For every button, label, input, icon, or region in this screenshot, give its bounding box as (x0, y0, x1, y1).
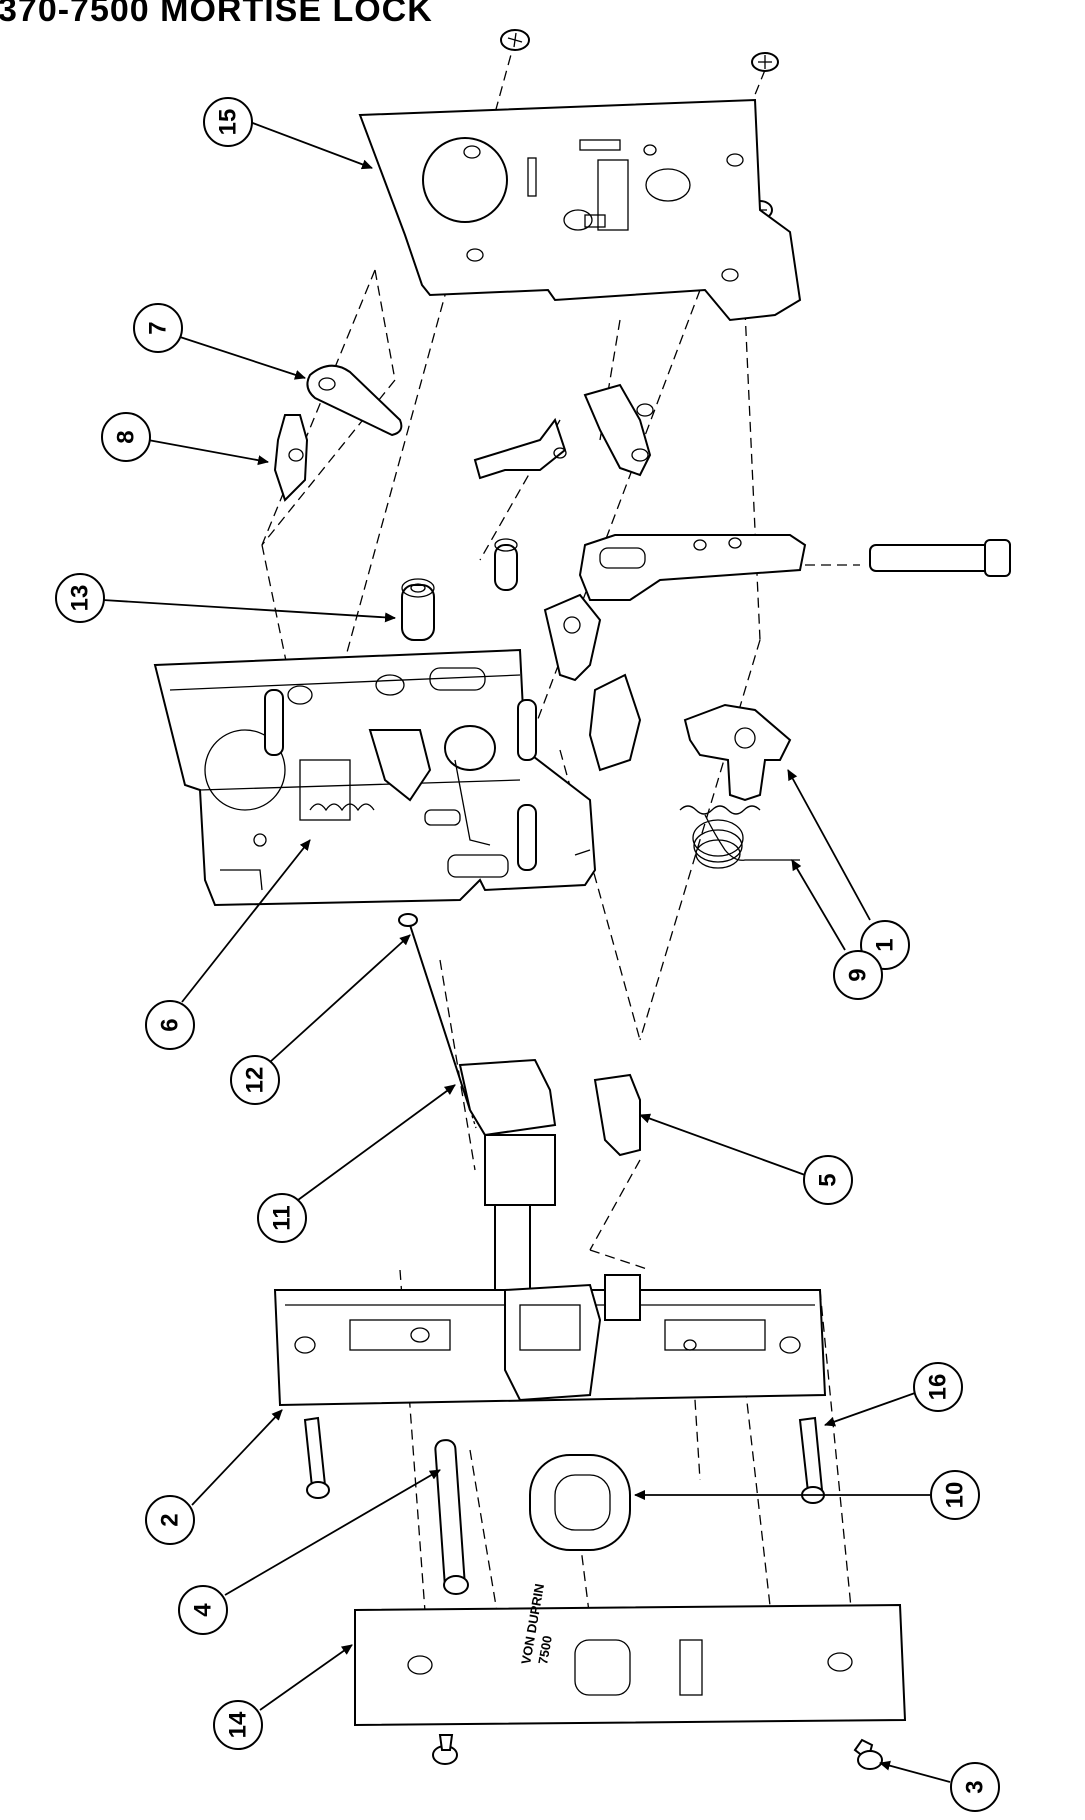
callout-15: 15 (203, 97, 253, 147)
part-1-bracket (683, 703, 792, 802)
svg-text:8: 8 (113, 430, 140, 443)
svg-text:13: 13 (67, 585, 94, 612)
svg-text:15: 15 (215, 109, 242, 136)
svg-text:16: 16 (925, 1374, 952, 1401)
part-11-spring (417, 949, 477, 1129)
svg-text:9: 9 (845, 968, 872, 981)
svg-text:12: 12 (242, 1067, 269, 1094)
faceplate-model-text: 7500 (535, 1634, 555, 1665)
svg-text:7: 7 (145, 321, 172, 334)
callout-10: 10 (930, 1470, 980, 1520)
cover-plate (358, 98, 802, 322)
part-7-lever (306, 364, 403, 437)
leader-lines (102, 121, 951, 1783)
callout-8: 8 (101, 412, 151, 462)
screw-bottom-left (432, 1734, 458, 1765)
part-8-toggle (273, 414, 309, 502)
part-2-mounting-rail (273, 1274, 827, 1407)
svg-text:2: 2 (157, 1513, 184, 1526)
callout-3: 3 (950, 1762, 1000, 1812)
svg-text:5: 5 (815, 1173, 842, 1186)
svg-text:11: 11 (269, 1205, 296, 1230)
callout-11: 11 (257, 1193, 307, 1243)
diagram-title: 370-7500 MORTISE LOCK (0, 0, 433, 29)
hub-cam-right (583, 383, 654, 477)
callout-7: 7 (133, 303, 183, 353)
svg-text:3: 3 (962, 1780, 989, 1793)
part-9-spring (679, 805, 800, 869)
part-14-faceplate: VON DUPRIN 7500 (354, 1583, 907, 1727)
callout-16: 16 (913, 1362, 963, 1412)
hub-cam-upper (473, 417, 567, 480)
part-4-pin (434, 1439, 469, 1595)
part-16-screw (798, 1416, 825, 1504)
latch-bolt-assembly (458, 1058, 557, 1296)
screw-top-left (500, 29, 530, 51)
callout-9: 9 (833, 950, 883, 1000)
svg-text:10: 10 (942, 1482, 969, 1509)
svg-text:6: 6 (157, 1018, 184, 1031)
part-13-sleeve (401, 578, 435, 641)
spindle-rod (869, 539, 1011, 577)
hub-latch-arm (578, 534, 807, 601)
part-5-latch (593, 1073, 641, 1157)
callout-2: 2 (145, 1495, 195, 1545)
screw-left-rail (303, 1416, 330, 1499)
latch-trigger-piece (588, 673, 642, 772)
callout-12: 12 (230, 1055, 280, 1105)
part-12-long-screw (398, 913, 471, 1111)
svg-text:4: 4 (190, 1603, 217, 1617)
lock-case (153, 648, 597, 907)
callout-5: 5 (803, 1155, 853, 1205)
callout-13: 13 (55, 573, 105, 623)
svg-text:14: 14 (225, 1711, 252, 1738)
callout-4: 4 (178, 1585, 228, 1635)
svg-text:1: 1 (872, 938, 899, 951)
part-3-screw-right (853, 1738, 883, 1770)
hub-keeper (543, 593, 602, 682)
post-small (494, 538, 518, 591)
screw-top-right (751, 52, 779, 72)
callout-6: 6 (145, 1000, 195, 1050)
callout-14: 14 (213, 1700, 263, 1750)
part-10-thimble (529, 1454, 631, 1551)
